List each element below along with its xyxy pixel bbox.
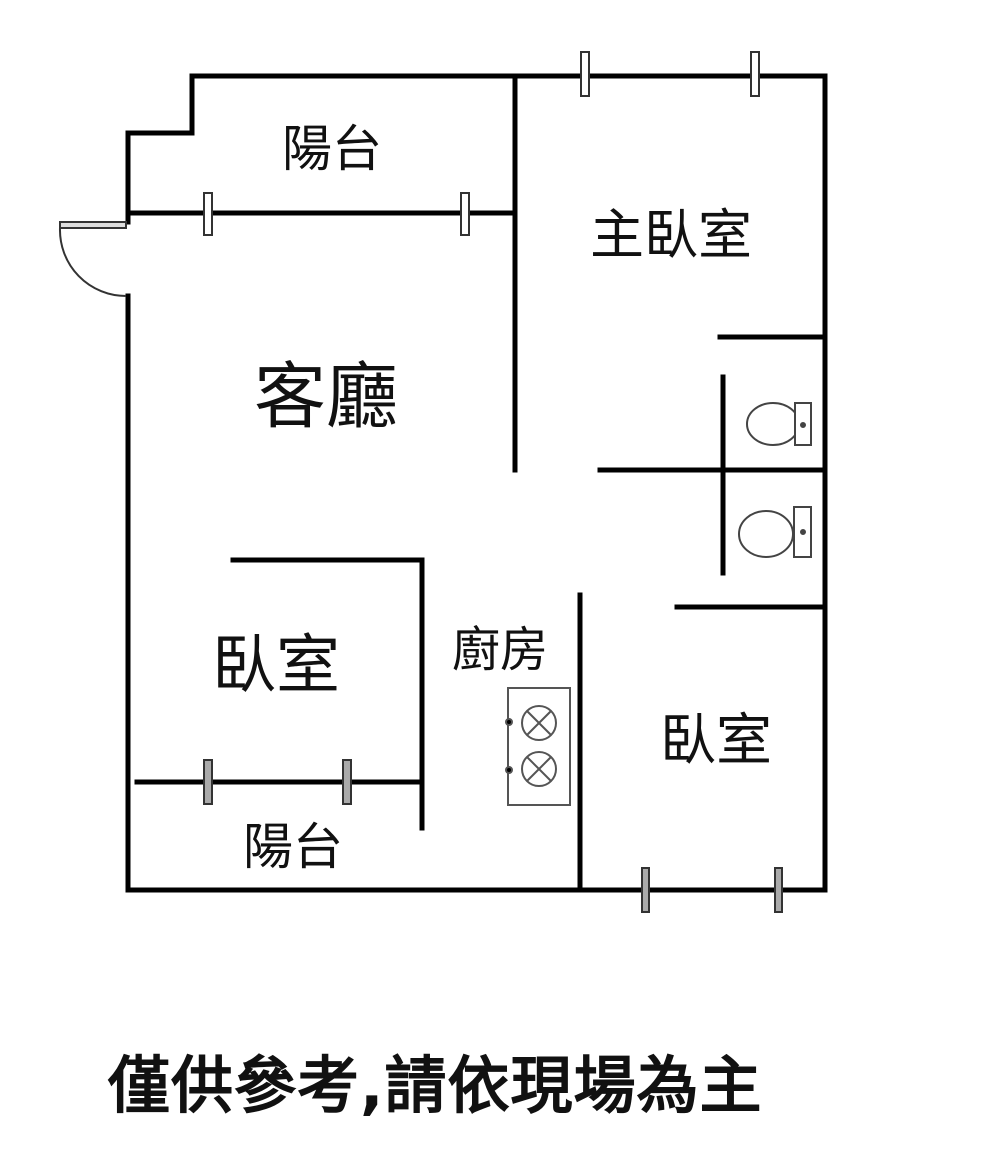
room-label-balcony-bottom: 陽台 <box>243 818 343 876</box>
window-marker <box>580 51 590 97</box>
room-label-bedroom-right: 臥室 <box>660 708 772 774</box>
outer-wall <box>125 73 828 893</box>
walls <box>125 73 828 893</box>
window-markers <box>203 51 783 913</box>
entry-door-icon <box>58 221 127 297</box>
window-marker <box>641 867 650 913</box>
window-marker <box>342 759 352 805</box>
disclaimer-text: 僅供參考,請依現場為主 <box>108 1049 763 1122</box>
room-label-kitchen: 廚房 <box>451 622 549 678</box>
stove-icon <box>505 687 571 806</box>
room-label-living-room: 客廳 <box>253 354 399 439</box>
room-label-balcony-top: 陽台 <box>282 120 382 178</box>
toilet-icon <box>738 506 812 558</box>
toilet-icon <box>746 402 812 446</box>
window-marker <box>750 51 760 97</box>
window-marker <box>203 759 213 805</box>
window-marker <box>774 867 783 913</box>
room-label-master-bedroom: 主臥室 <box>590 203 752 267</box>
window-marker <box>460 192 470 236</box>
window-marker <box>203 192 213 236</box>
room-label-bedroom-left: 臥室 <box>212 629 340 703</box>
